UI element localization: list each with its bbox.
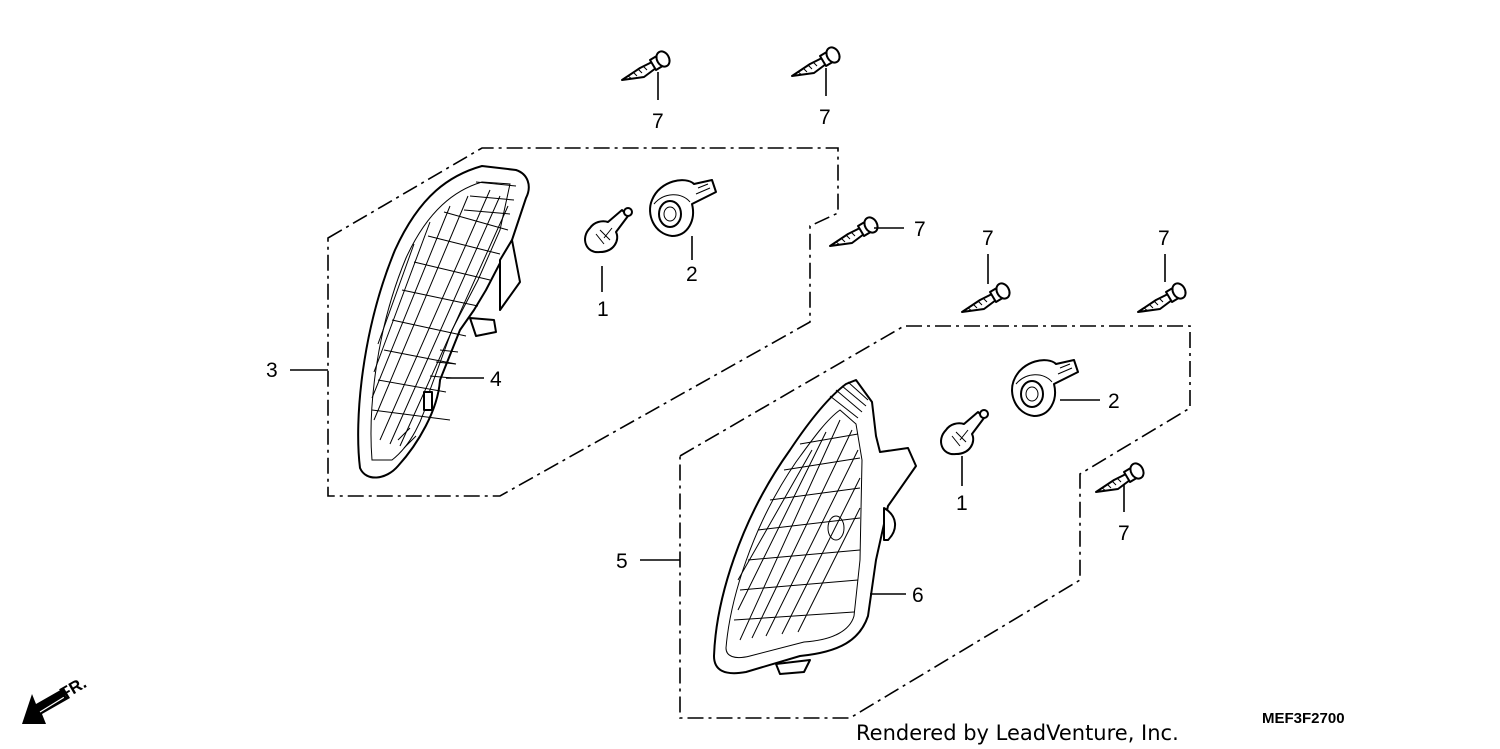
- callout-7-d: 7: [982, 227, 994, 250]
- callout-2-right: 2: [1108, 390, 1120, 413]
- callout-6: 6: [912, 584, 924, 607]
- screw-icon: [791, 44, 844, 77]
- screw-icon: [961, 280, 1014, 313]
- callout-3: 3: [266, 359, 278, 382]
- rendered-by-credit: Rendered by LeadVenture, Inc.: [856, 721, 1179, 745]
- right-bulb-icon: [940, 409, 989, 456]
- left-winker-housing: [357, 165, 530, 479]
- callout-7-e: 7: [1158, 227, 1170, 250]
- screw-icon: [621, 48, 674, 81]
- screw-icon: [829, 214, 882, 247]
- right-assembly-boundary: [679, 325, 1191, 719]
- callout-7-f: 7: [1118, 522, 1130, 545]
- callout-7-b: 7: [819, 106, 831, 129]
- callout-1-left: 1: [597, 298, 609, 321]
- callout-5: 5: [616, 550, 628, 573]
- callout-7-c: 7: [914, 218, 926, 241]
- screw-icon: [1095, 460, 1148, 493]
- left-socket-icon: [649, 179, 717, 237]
- left-assembly-boundary: [327, 147, 839, 497]
- callout-4: 4: [490, 368, 502, 391]
- screw-icon: [1137, 280, 1190, 313]
- left-bulb-icon: [584, 207, 633, 254]
- callout-1-right: 1: [956, 492, 968, 515]
- right-winker-housing: [713, 379, 917, 675]
- callout-7-a: 7: [652, 110, 664, 133]
- right-socket-icon: [1011, 359, 1079, 417]
- front-direction-arrow-icon: FR.: [22, 673, 90, 724]
- callout-2-left: 2: [686, 263, 698, 286]
- diagram-code: MEF3F2700: [1262, 710, 1345, 727]
